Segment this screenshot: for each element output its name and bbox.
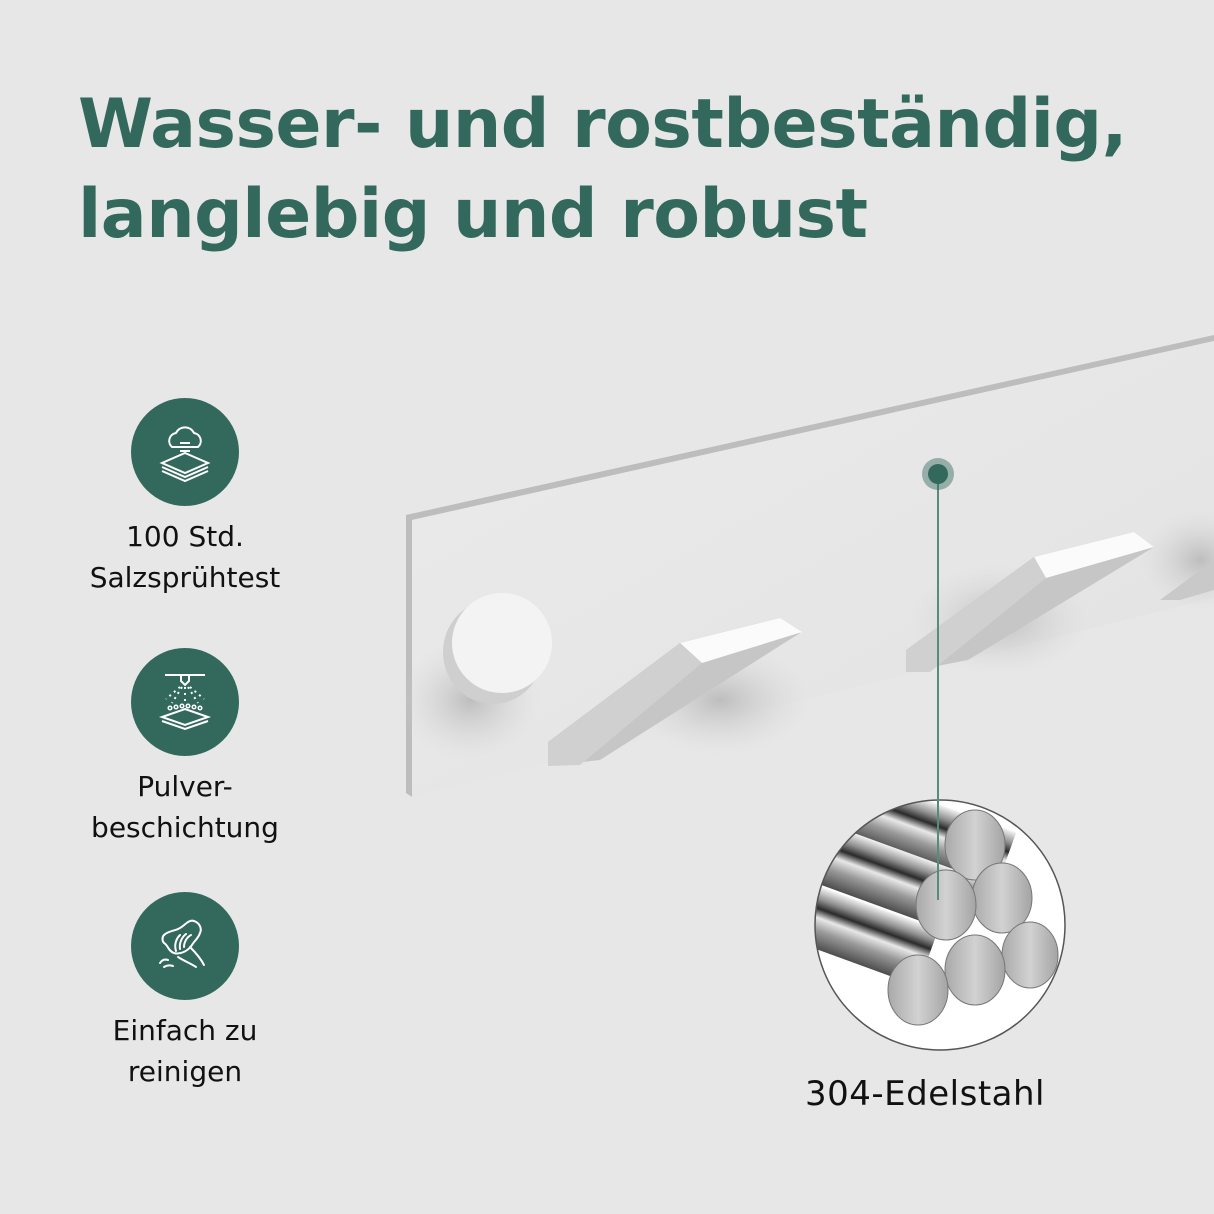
hand-wiping-icon <box>131 892 239 1000</box>
feature-label-line-2: Salzsprühtest <box>89 561 281 594</box>
feature-powder-coating: Pulver- beschichtung <box>60 648 310 848</box>
feature-label-line-1: 100 Std. <box>126 520 244 553</box>
feature-salt-spray-test: 100 Std. Salzsprühtest <box>60 398 310 598</box>
headline-line-2: langlebig und robust <box>78 175 868 254</box>
salt-spray-test-icon <box>131 398 239 506</box>
feature-easy-to-clean: Einfach zu reinigen <box>60 892 310 1092</box>
feature-label-line-1: Pulver- <box>137 770 233 803</box>
headline: Wasser- und rostbeständig, langlebig und… <box>78 80 1158 260</box>
powder-coating-spray-icon <box>131 648 239 756</box>
feature-label-line-1: Einfach zu <box>112 1014 258 1047</box>
headline-line-1: Wasser- und rostbeständig, <box>78 85 1127 164</box>
steel-rods-icon <box>815 800 1065 1050</box>
feature-label-line-2: reinigen <box>127 1055 243 1088</box>
feature-label-line-2: beschichtung <box>91 811 279 844</box>
material-caption: 304-Edelstahl <box>805 1074 1045 1114</box>
